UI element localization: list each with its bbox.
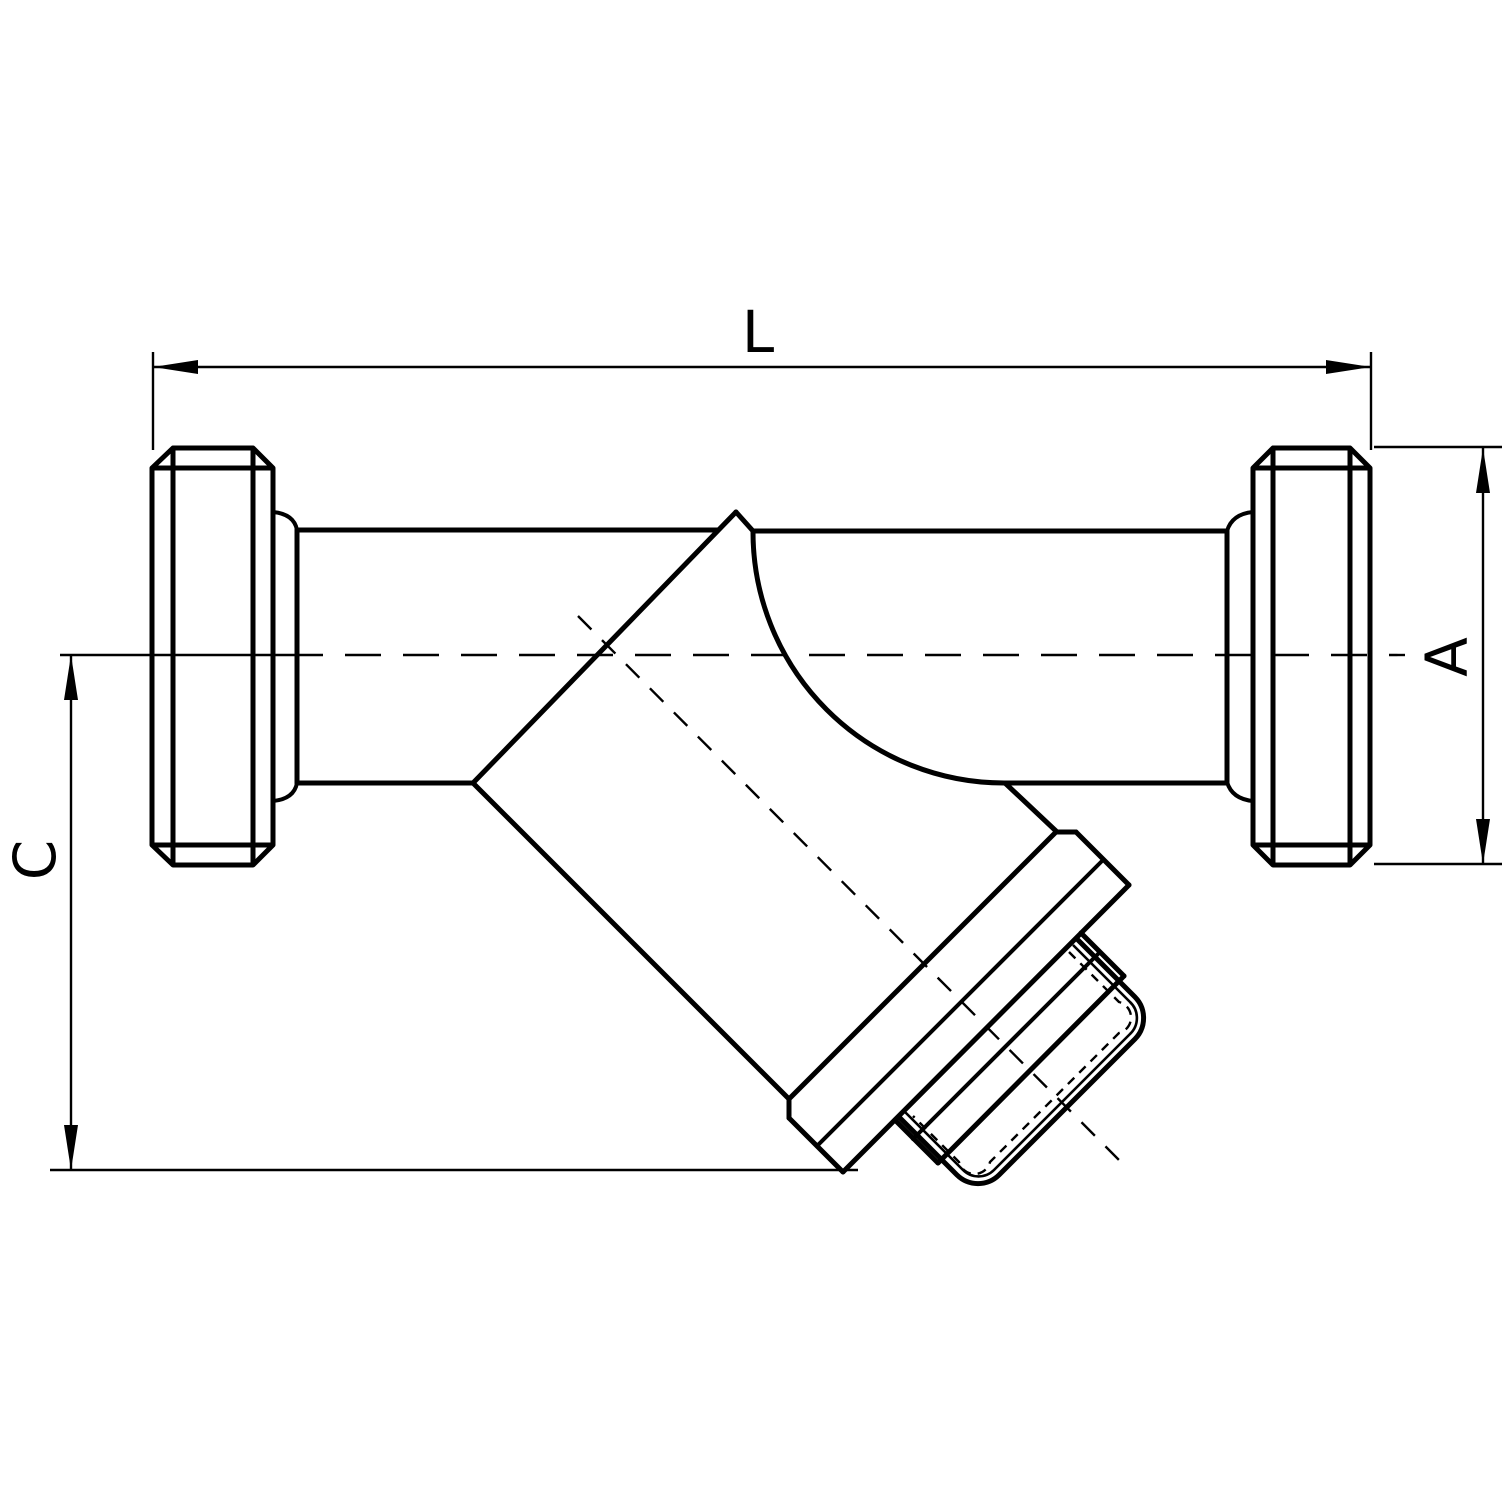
left-hex-fitting bbox=[149, 445, 276, 868]
label-L: L bbox=[742, 298, 774, 366]
arrowhead-left-icon bbox=[153, 360, 198, 374]
plug-flange-band bbox=[786, 829, 1132, 1175]
plug-nut-band bbox=[892, 930, 1127, 1166]
strainer-cap bbox=[896, 936, 1147, 1187]
pipe-body bbox=[271, 510, 1255, 803]
y-branch-cone bbox=[470, 509, 1059, 1102]
arrowhead-right-icon bbox=[1326, 360, 1371, 374]
dimension-L: L bbox=[151, 298, 1373, 450]
arrowhead-down-icon bbox=[1476, 819, 1490, 864]
arrowhead-up-icon bbox=[64, 655, 78, 700]
arrowhead-up-icon bbox=[1476, 448, 1490, 493]
label-C: C bbox=[1, 840, 69, 881]
label-A: A bbox=[1413, 637, 1481, 677]
centerline-branch bbox=[577, 615, 1121, 1162]
arrowhead-down-icon bbox=[64, 1125, 78, 1170]
dimension-C: C bbox=[1, 655, 858, 1172]
right-hex-fitting bbox=[1250, 445, 1373, 868]
dimension-A: A bbox=[1374, 445, 1502, 866]
